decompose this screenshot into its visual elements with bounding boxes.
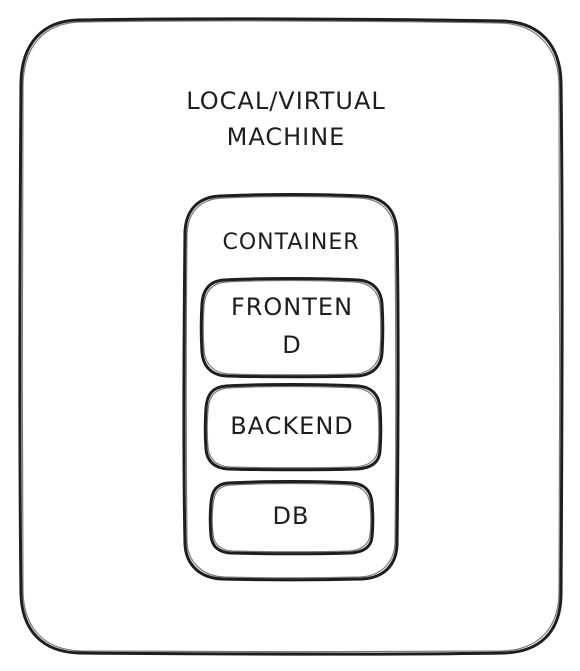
- container-box: CONTAINER: [182, 193, 400, 582]
- frontend-label-line-2: D: [282, 331, 301, 359]
- frontend-label-line-1: FRONTEN: [231, 293, 353, 321]
- db-box: DB: [208, 480, 375, 556]
- db-label: DB: [273, 502, 310, 530]
- frontend-box: FRONTEN D: [199, 277, 385, 379]
- container-label: CONTAINER: [222, 230, 359, 255]
- backend-box: BACKEND: [203, 383, 383, 472]
- local-virtual-machine-box: LOCAL/VIRTUAL MACHINE: [18, 17, 564, 656]
- machine-label-line-1: LOCAL/VIRTUAL: [186, 87, 385, 115]
- machine-label-line-2: MACHINE: [227, 123, 346, 151]
- backend-label: BACKEND: [230, 412, 354, 440]
